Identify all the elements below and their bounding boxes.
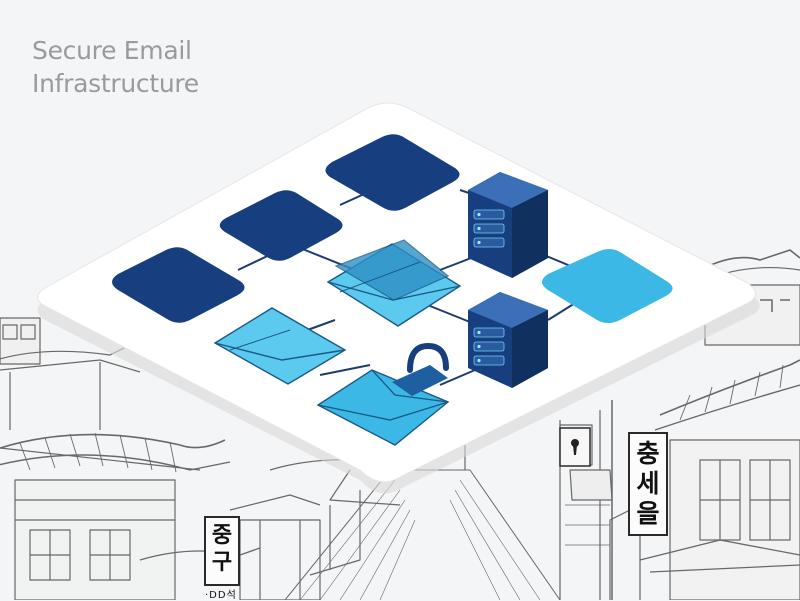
navy-tiles xyxy=(112,134,460,323)
sign-char: 세 xyxy=(636,469,660,498)
page-title: Secure Email Infrastructure xyxy=(32,34,292,100)
server-rack-icon xyxy=(468,292,548,388)
locked-envelope-icon xyxy=(316,342,450,446)
sign-subtext: ·DD석 xyxy=(205,590,237,601)
korean-sign-left: 중 구 xyxy=(204,516,240,586)
server-rack-icon xyxy=(468,172,548,278)
navy-tile-icon xyxy=(219,190,343,261)
navy-tile-icon xyxy=(325,134,460,211)
keyhole-sign xyxy=(559,427,591,467)
sign-char: 중 xyxy=(211,523,233,548)
envelope-icon xyxy=(213,307,347,385)
title-line-1: Secure Email xyxy=(32,36,192,65)
korean-sign-right: 충 세 을 xyxy=(628,432,668,536)
sign-char: 구 xyxy=(211,550,233,575)
envelope-icon xyxy=(326,239,462,327)
cyan-tile-icon xyxy=(542,249,673,323)
padlock-icon xyxy=(407,342,449,373)
sign-char: 을 xyxy=(636,499,660,528)
navy-tile-icon xyxy=(112,247,245,323)
sign-char: 충 xyxy=(636,439,660,468)
title-line-2: Infrastructure xyxy=(32,69,199,98)
